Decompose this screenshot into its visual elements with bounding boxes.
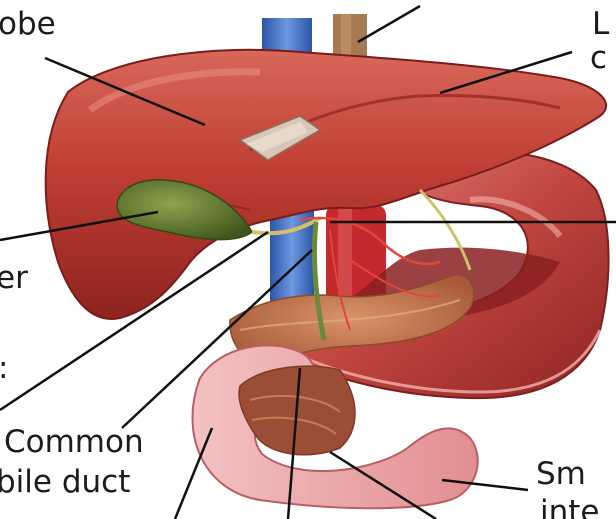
label-top-right-line2: c [590,40,607,76]
label-common-bile-duct-line2: bile duct [0,464,130,500]
label-small-intestine-line1: Sm [536,456,586,492]
leader-line-duodenum [175,428,212,519]
label-small-intestine-line2: inte [540,494,600,519]
label-left-mid: er [0,260,28,296]
label-left-low: : [0,350,8,386]
label-common-bile-duct-line1: Common [4,424,144,460]
label-top-right: L [592,6,609,42]
label-lobe: obe [0,6,56,42]
leader-line-top [358,6,420,42]
